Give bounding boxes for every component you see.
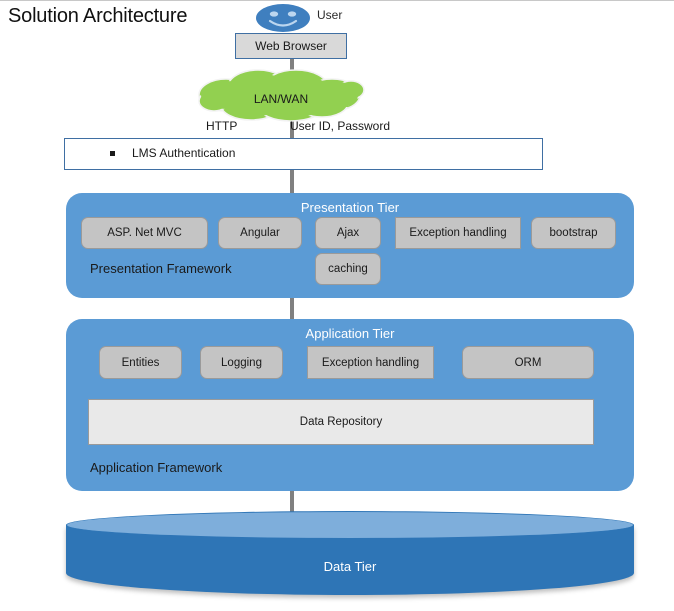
- page-title: Solution Architecture: [8, 5, 188, 27]
- component-exception-handling-application[interactable]: Exception handling: [307, 346, 434, 379]
- component-label: Ajax: [336, 227, 360, 239]
- presentation-framework-label: Presentation Framework: [90, 261, 232, 276]
- connector-auth-to-presentation: [290, 170, 294, 195]
- credentials-link-label: User ID, Password: [290, 119, 391, 133]
- data-tier-label: Data Tier: [323, 559, 377, 574]
- web-browser-label: Web Browser: [255, 39, 327, 53]
- component-exception-handling-presentation[interactable]: Exception handling: [395, 217, 521, 249]
- user-label: User: [317, 8, 343, 22]
- component-label: bootstrap: [549, 227, 598, 239]
- user-smiley-icon: [256, 4, 310, 32]
- component-entities[interactable]: Entities: [99, 346, 182, 379]
- component-orm[interactable]: ORM: [462, 346, 594, 379]
- lms-authentication-label: LMS Authentication: [132, 146, 236, 160]
- component-label: ASP. Net MVC: [107, 227, 182, 239]
- data-tier: Data Tier: [66, 511, 634, 601]
- application-framework-label: Application Framework: [90, 460, 223, 475]
- component-asp-net-mvc[interactable]: ASP. Net MVC: [81, 217, 208, 249]
- presentation-tier: Presentation Tier ASP. Net MVC Angular A…: [66, 193, 634, 298]
- bullet-icon: [110, 151, 115, 156]
- http-link-label: HTTP: [206, 119, 238, 133]
- data-repository-box[interactable]: Data Repository: [88, 399, 594, 445]
- network-cloud: LAN/WAN: [196, 65, 366, 123]
- component-angular[interactable]: Angular: [218, 217, 302, 249]
- presentation-tier-title: Presentation Tier: [300, 200, 400, 215]
- component-caching[interactable]: caching: [315, 253, 381, 285]
- cylinder-top-ellipse: [66, 511, 634, 539]
- component-label: Logging: [221, 356, 262, 369]
- component-label: Exception handling: [409, 227, 507, 239]
- component-logging[interactable]: Logging: [200, 346, 283, 379]
- component-label: ORM: [514, 356, 542, 369]
- application-tier: Application Tier Entities Logging Except…: [66, 319, 634, 491]
- component-label: Exception handling: [321, 356, 420, 369]
- web-browser-box[interactable]: Web Browser: [235, 33, 347, 59]
- connector-presentation-to-application: [290, 298, 294, 321]
- connector-application-to-data: [290, 491, 294, 515]
- application-tier-title: Application Tier: [305, 326, 395, 341]
- cloud-icon: [198, 69, 365, 122]
- data-repository-label: Data Repository: [299, 416, 383, 428]
- component-ajax[interactable]: Ajax: [315, 217, 381, 249]
- lms-authentication-box[interactable]: LMS Authentication: [64, 138, 543, 170]
- component-label: Entities: [121, 356, 160, 369]
- component-label: caching: [328, 263, 368, 275]
- component-label: Angular: [240, 227, 280, 239]
- component-bootstrap[interactable]: bootstrap: [531, 217, 616, 249]
- cloud-label: LAN/WAN: [253, 92, 309, 106]
